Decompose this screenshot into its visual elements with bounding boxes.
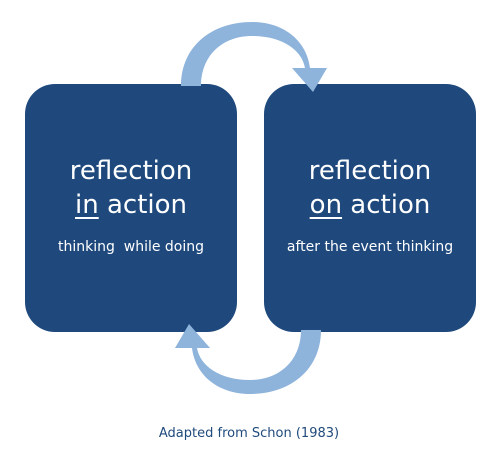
left-title-rest: action (98, 190, 187, 220)
left-title-underlined: in (75, 190, 99, 220)
right-title-rest: action (342, 190, 431, 220)
right-title-underlined: on (309, 190, 343, 220)
left-title-line1: reflection (69, 156, 193, 186)
right-box-subtitle: after the event thinking (286, 239, 454, 255)
left-box (25, 84, 237, 332)
right-title-line2: on action (264, 188, 476, 222)
caption: Adapted from Schon (1983) (158, 426, 340, 441)
bottom-curved-arrow-icon (175, 324, 321, 394)
left-title-line2: in action (25, 188, 237, 222)
left-box-subtitle: thinking while doing (57, 239, 205, 255)
right-box-title: reflection on action (264, 154, 476, 222)
right-title-line1: reflection (308, 156, 432, 186)
left-box-title: reflection in action (25, 154, 237, 222)
right-box (264, 84, 476, 332)
top-curved-arrow-icon (181, 22, 327, 92)
